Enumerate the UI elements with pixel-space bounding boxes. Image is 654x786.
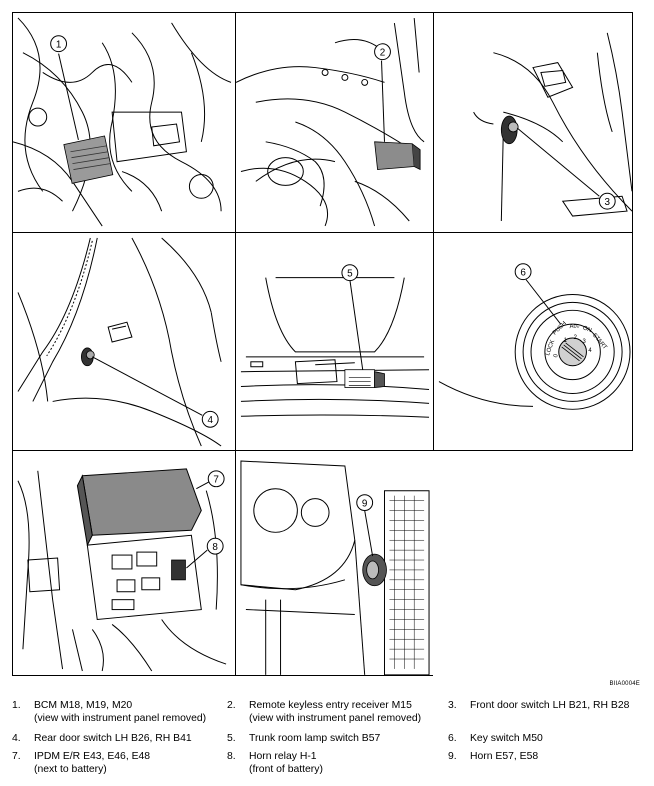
legend-line2: (view with instrument panel removed) xyxy=(34,712,207,724)
key-label-start: START xyxy=(591,332,608,351)
legend-line1: Front door switch LH B21, RH B28 xyxy=(470,700,630,711)
panel-horn: 9 xyxy=(235,450,434,676)
key-label-2: 2 xyxy=(574,335,577,341)
callout-6-label: 6 xyxy=(520,268,526,279)
callout-7-circle xyxy=(207,470,225,488)
legend-text: Remote keyless entry receiver M15 (view … xyxy=(249,700,421,725)
callout-6-circle xyxy=(514,263,532,281)
legend-line1: BCM M18, M19, M20 xyxy=(34,700,133,711)
legend-num: 8. xyxy=(227,751,236,762)
callout-8-circle xyxy=(206,537,224,555)
horn-illustration: 9 xyxy=(240,460,430,675)
legend-line2: (next to battery) xyxy=(34,763,107,775)
bcm-illustration: 1 xyxy=(13,17,232,227)
callout-4-label: 4 xyxy=(207,415,213,426)
legend-line1: IPDM E/R E43, E46, E48 xyxy=(34,751,151,762)
key-label-1: 1 xyxy=(564,338,568,344)
legend-line1: Remote keyless entry receiver M15 xyxy=(249,700,412,711)
panel-empty xyxy=(433,450,633,676)
trunk-lamp-switch-illustration: 5 xyxy=(240,264,430,418)
legend-num: 6. xyxy=(448,733,457,744)
legend-line2: (front of battery) xyxy=(249,763,323,775)
callout-5-label: 5 xyxy=(347,269,353,280)
callout-2-label: 2 xyxy=(380,48,386,59)
legend-num: 1. xyxy=(12,700,21,711)
callout-3-circle xyxy=(598,192,616,210)
legend-num: 7. xyxy=(12,751,21,762)
legend-line1: Horn relay H-1 xyxy=(249,751,317,762)
legend-line1: Key switch M50 xyxy=(470,733,543,744)
legend-line1: Horn E57, E58 xyxy=(470,751,539,762)
callout-1-label: 1 xyxy=(56,40,62,51)
legend-text: Key switch M50 xyxy=(470,733,543,746)
callout-9-circle xyxy=(356,494,374,512)
legend-line1: Trunk room lamp switch B57 xyxy=(249,733,381,744)
callout-3-label: 3 xyxy=(604,197,610,208)
callout-2-circle xyxy=(374,43,391,61)
legend-num: 9. xyxy=(448,751,457,762)
legend-text: Rear door switch LH B26, RH B41 xyxy=(34,733,192,746)
key-label-0: 0 xyxy=(553,353,560,359)
panel-keyless-receiver: 2 xyxy=(235,12,434,233)
key-label-3: 3 xyxy=(583,339,587,345)
front-door-switch-illustration: 3 xyxy=(473,32,632,222)
panel-trunk-lamp-switch: 5 xyxy=(235,232,434,451)
legend-text: Horn relay H-1 (front of battery) xyxy=(249,751,323,776)
legend-num: 2. xyxy=(227,700,236,711)
legend-text: Front door switch LH B21, RH B28 xyxy=(470,700,629,713)
callout-9-label: 9 xyxy=(362,499,368,510)
callout-1-circle xyxy=(50,35,68,53)
callout-7-label: 7 xyxy=(213,475,219,486)
panel-key-switch: LOCK PUSH Acc ON START 0 1 2 3 4 6 xyxy=(433,232,633,451)
panel-ipdm-horn-relay: 7 8 xyxy=(12,450,236,676)
panel-bcm: 1 xyxy=(12,12,236,233)
callout-4-circle xyxy=(201,410,219,428)
panel-rear-door-switch: 4 xyxy=(12,232,236,451)
key-switch-illustration: LOCK PUSH Acc ON START 0 1 2 3 4 6 xyxy=(438,263,631,410)
rear-door-switch-illustration: 4 xyxy=(17,237,222,447)
callout-8-label: 8 xyxy=(212,542,218,553)
legend-num: 4. xyxy=(12,733,21,744)
key-label-lock: LOCK xyxy=(545,339,556,356)
legend-text: Horn E57, E58 xyxy=(470,751,538,764)
ipdm-illustration: 7 8 xyxy=(17,468,227,672)
legend-line1: Rear door switch LH B26, RH B41 xyxy=(34,733,192,744)
panel-front-door-switch: 3 xyxy=(433,12,633,233)
diagram-code: BIIA0004E xyxy=(609,681,640,687)
legend-text: BCM M18, M19, M20 (view with instrument … xyxy=(34,700,206,725)
legend-text: Trunk room lamp switch B57 xyxy=(249,733,380,746)
key-label-acc: Acc xyxy=(569,323,579,330)
key-label-on: ON xyxy=(582,325,592,334)
component-location-grid: 1 2 xyxy=(12,12,633,676)
keyless-receiver-illustration: 2 xyxy=(236,18,425,227)
legend-line2: (view with instrument panel removed) xyxy=(249,712,422,724)
legend-num: 3. xyxy=(448,700,457,711)
legend-text: IPDM E/R E43, E46, E48 (next to battery) xyxy=(34,751,150,776)
callout-5-circle xyxy=(341,264,359,282)
legend-num: 5. xyxy=(227,733,236,744)
key-label-4: 4 xyxy=(588,348,592,354)
